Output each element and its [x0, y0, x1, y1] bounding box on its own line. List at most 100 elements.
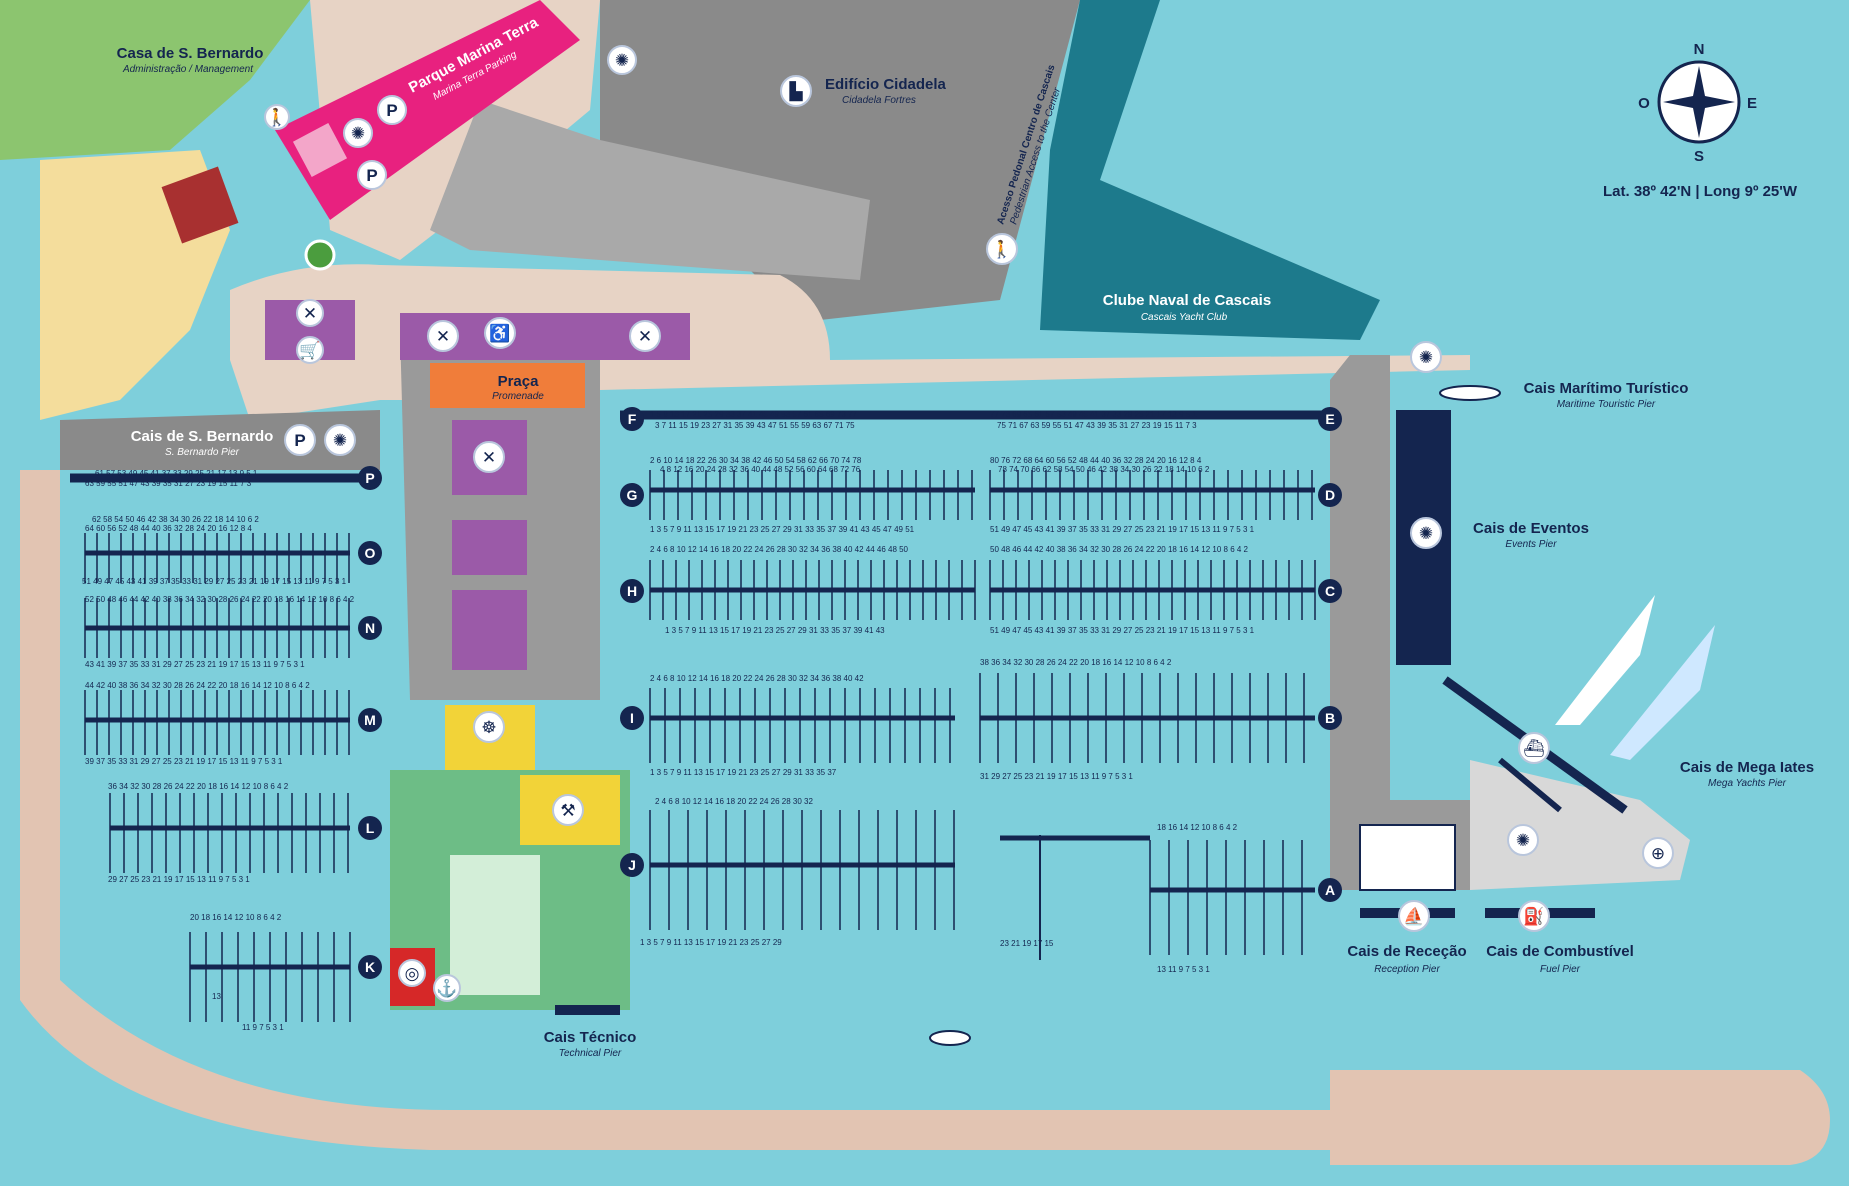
eventos-sub: Events Pier [1505, 539, 1557, 550]
park-area [0, 0, 310, 160]
parking-inner [292, 122, 348, 178]
tools-icon[interactable]: ⚒ [552, 794, 584, 826]
crane-icon[interactable]: ⚓ [433, 974, 461, 1002]
lifebuoy-icon[interactable]: ◎ [398, 959, 426, 987]
compass-south: S [1694, 148, 1704, 165]
heli-icon[interactable]: ⊕ [1642, 837, 1674, 869]
shopping-icon[interactable]: 🛒 [296, 336, 324, 364]
svg-text:⊕: ⊕ [1651, 844, 1665, 863]
pier-tag-p[interactable] [358, 466, 382, 490]
yacht-icon[interactable]: ⛴ [1518, 732, 1550, 764]
svg-text:P: P [366, 166, 377, 185]
pier-tag-label: H [627, 583, 637, 599]
cidadela-sub: Cidadela Fortres [842, 95, 916, 106]
fuel-icon[interactable]: ⛽ [1518, 900, 1550, 932]
yacht-club-water [1040, 0, 1380, 340]
berth-o-top2: 64 60 56 52 48 44 40 36 32 28 24 20 16 1… [85, 524, 252, 533]
pier-tag-d[interactable] [1318, 483, 1342, 507]
pier-tag-label: O [365, 545, 376, 561]
svg-text:🛒: 🛒 [299, 340, 320, 360]
rececao-title: Cais de Receção [1347, 943, 1466, 960]
svg-text:✕: ✕ [436, 327, 450, 346]
tecnico-title: Cais Técnico [544, 1029, 637, 1046]
berth-i-top: 2 4 6 8 10 12 14 16 18 20 22 24 26 28 30… [650, 674, 864, 683]
berth-a-top: 18 16 14 12 10 8 6 4 2 [1157, 823, 1238, 832]
sail-icon[interactable]: ⛵ [1398, 900, 1430, 932]
restaurant-icon[interactable]: ✕ [427, 320, 459, 352]
pier-tag-m[interactable] [358, 708, 382, 732]
pier-tag-label: F [628, 411, 637, 427]
pier-tag-j[interactable] [620, 853, 644, 877]
toilets-icon[interactable]: ♿ [484, 317, 516, 349]
tecnico-sub: Technical Pier [559, 1048, 622, 1059]
helm-icon[interactable]: ☸ [473, 711, 505, 743]
pier-tag-f[interactable] [620, 407, 644, 431]
pier-tag-label: G [627, 487, 638, 503]
svg-text:✺: ✺ [351, 124, 365, 143]
mega-sub: Mega Yachts Pier [1708, 778, 1787, 789]
berth-l-top: 36 34 32 30 28 26 24 22 20 18 16 14 12 1… [108, 782, 289, 791]
pier-tag-h[interactable] [620, 579, 644, 603]
berth-k-mid: 13 [212, 992, 221, 1001]
compass-coordinates: Lat. 38º 42'N | Long 9º 25'W [1603, 183, 1798, 200]
berth-j-top: 2 4 6 8 10 12 14 16 18 20 22 24 26 28 30… [655, 797, 813, 806]
sun-icon: ✺ [1410, 517, 1442, 549]
pier-tag-e[interactable] [1318, 407, 1342, 431]
praca-block[interactable] [430, 363, 585, 408]
svg-text:☸: ☸ [481, 718, 496, 737]
svg-text:✕: ✕ [638, 327, 652, 346]
compass: N S E O Lat. 38º 42'N | Long 9º 25'W [1603, 41, 1798, 200]
restaurant-icon[interactable]: ✕ [473, 441, 505, 473]
pier-tag-o[interactable] [358, 541, 382, 565]
mega-title: Cais de Mega Iates [1680, 759, 1814, 776]
berth-k-bottom: 11 9 7 5 3 1 [242, 1023, 284, 1032]
bernardo-pier-title: Cais de S. Bernardo [131, 428, 274, 445]
pier-tag-label: E [1325, 411, 1334, 427]
castle-icon: ▙ [780, 75, 812, 107]
parking-marina-terra[interactable] [275, 0, 580, 220]
berth-j-bottom: 1 3 5 7 9 11 13 15 17 19 21 23 25 27 29 [640, 938, 782, 947]
pier-tag-l[interactable] [358, 816, 382, 840]
tour-boat [1439, 385, 1501, 401]
svg-text:✺: ✺ [1516, 831, 1530, 850]
berth-m-bottom: 39 37 35 33 31 29 27 25 23 21 19 17 15 1… [85, 757, 283, 766]
combustivel-sub: Fuel Pier [1540, 964, 1581, 975]
mega-yacht-2 [1610, 625, 1715, 760]
pier-tag-a[interactable] [1318, 878, 1342, 902]
svg-text:✕: ✕ [303, 304, 317, 323]
promenade-building-2[interactable] [452, 520, 527, 575]
sun-icon: ✺ [1507, 824, 1539, 856]
technical-pier[interactable] [555, 1005, 620, 1015]
berth-numbers: 1 5 9 13 17 21 25 29 33 37 41 45 49 53 5… [82, 410, 1255, 1032]
promenade-building-3[interactable] [452, 590, 527, 670]
casa-title: Casa de S. Bernardo [117, 45, 264, 62]
berth-b-top: 38 36 34 32 30 28 26 24 22 20 18 16 14 1… [980, 658, 1172, 667]
berth-f-top: 1 5 9 13 17 21 25 29 33 37 41 45 49 53 5… [650, 410, 857, 419]
pier-tag-g[interactable] [620, 483, 644, 507]
berth-f-bottom2: 4 8 12 16 20 24 28 32 36 40 44 48 52 56 … [660, 465, 861, 474]
pier-tag-k[interactable] [358, 955, 382, 979]
pier-tag-n[interactable] [358, 616, 382, 640]
pier-tag-i[interactable] [620, 706, 644, 730]
berth-k-top: 20 18 16 14 12 10 8 6 4 2 [190, 913, 282, 922]
pier-tag-b[interactable] [1318, 706, 1342, 730]
restaurant-icon[interactable]: ✕ [296, 299, 324, 327]
reception-building[interactable] [1359, 824, 1456, 891]
svg-text:✺: ✺ [1419, 524, 1433, 543]
parking-icon[interactable]: P [284, 424, 316, 456]
berth-f-top2: 3 7 11 15 19 23 27 31 35 39 43 47 51 55 … [655, 421, 855, 430]
icon-layer: P P ✺ ✺ ▙ 🚶 🚶 ✕ 🛒 ✕ ♿ ✕ ✕ P ✺ ☸ ⚒ ◎ ⚓ ✺ … [264, 45, 1674, 1002]
mega-yacht-1 [1555, 595, 1655, 725]
svg-text:⛽: ⛽ [1523, 906, 1544, 926]
pier-tag-c[interactable] [1318, 579, 1342, 603]
pier-tag-label: K [365, 959, 375, 975]
reserved-parking-icon[interactable]: P [357, 160, 387, 190]
berth-p-top2: 63 59 55 51 47 43 39 35 31 27 23 19 15 1… [85, 479, 252, 488]
compass-star [1663, 66, 1735, 138]
pier-layer [70, 410, 1330, 1022]
restaurant-icon[interactable]: ✕ [629, 320, 661, 352]
parking-icon[interactable]: P [377, 95, 407, 125]
sun-icon: ✺ [324, 424, 356, 456]
maritimo-sub: Maritime Touristic Pier [1557, 399, 1656, 410]
casa-building[interactable] [161, 166, 239, 244]
